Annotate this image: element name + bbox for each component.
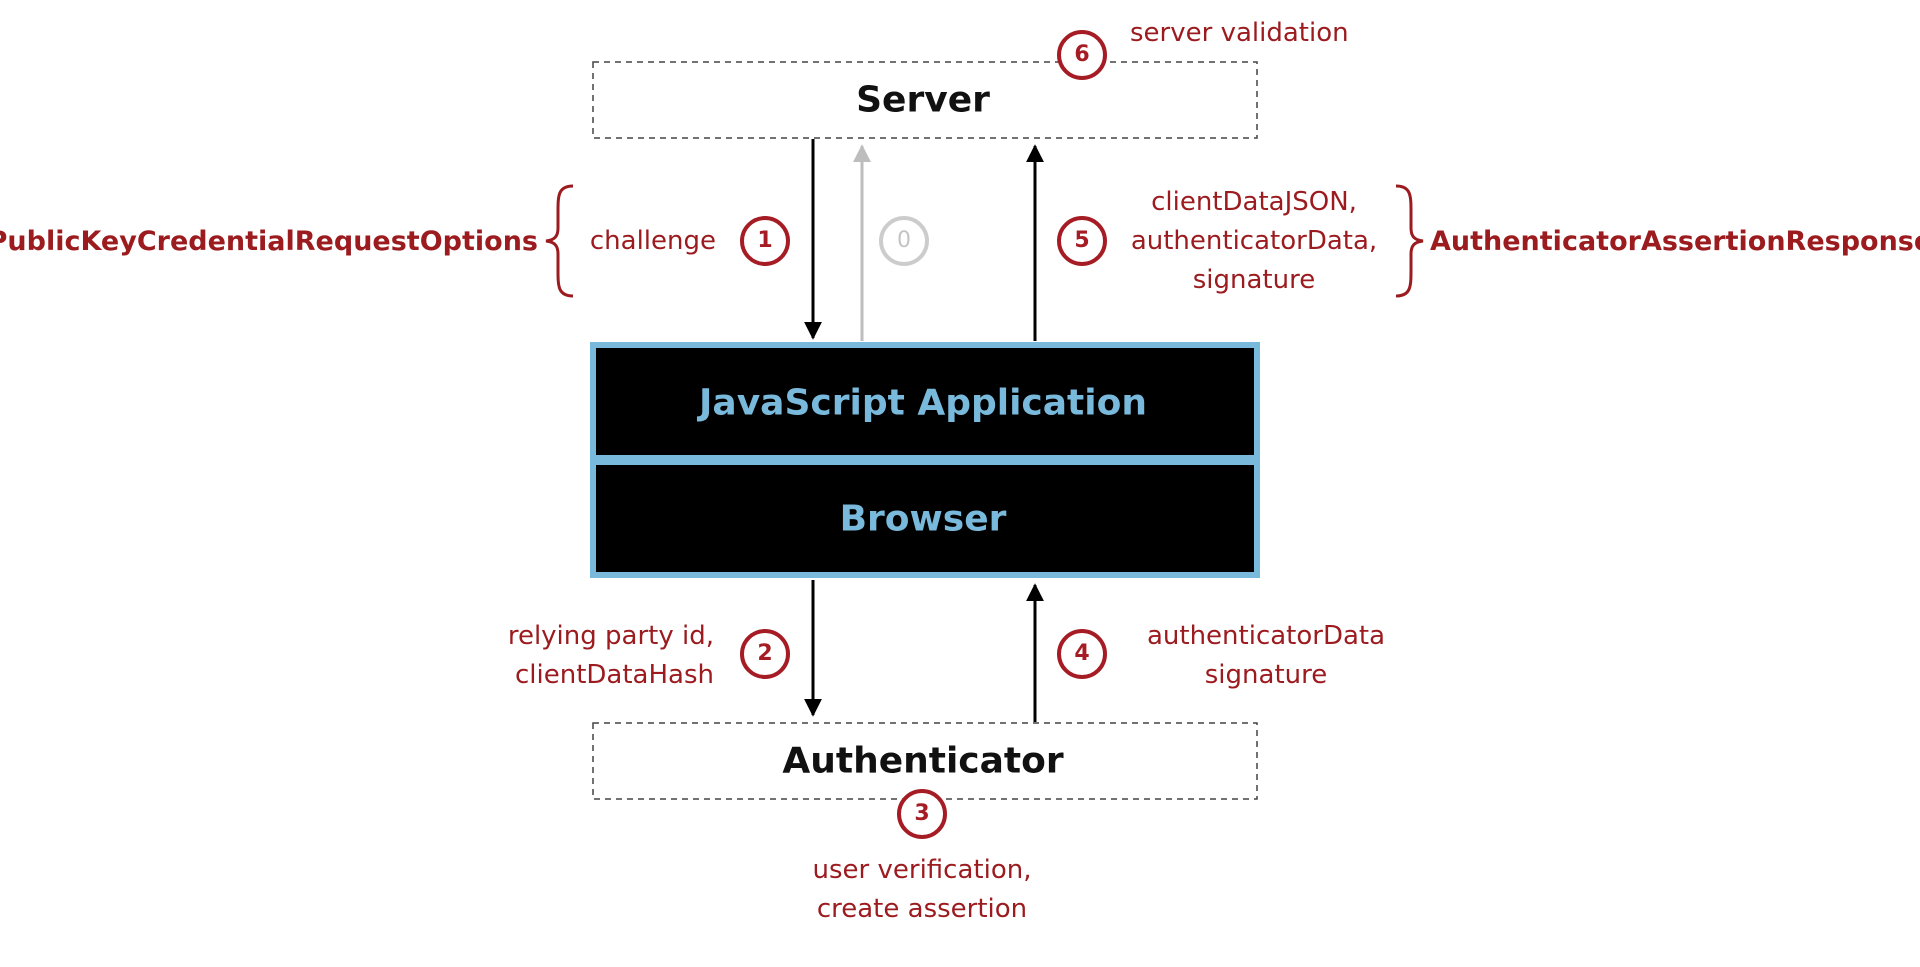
- step-3-badge: 3: [897, 789, 947, 839]
- step-2-badge: 2: [740, 629, 790, 679]
- javascript-application-box: [590, 342, 1260, 461]
- right-brace: [1395, 184, 1424, 298]
- authenticator-data-text: authenticatorData: [1146, 621, 1386, 651]
- server-box: [592, 61, 1258, 139]
- javascript-application-title: JavaScript Application: [699, 382, 1147, 424]
- to-authenticator-label: relying party id, clientDataHash: [508, 617, 714, 695]
- step-0-badge: 0: [879, 216, 929, 266]
- assertion-response-label: AuthenticatorAssertionResponse: [1430, 226, 1920, 257]
- client-data-hash-text: clientDataHash: [515, 660, 714, 690]
- signature-text: signature: [1204, 660, 1328, 690]
- response-field-authenticatordata: authenticatorData,: [1130, 226, 1378, 256]
- create-assertion-text: create assertion: [816, 894, 1028, 924]
- response-field-clientdatajson: clientDataJSON,: [1151, 187, 1357, 217]
- from-authenticator-label: authenticatorData signature: [1147, 617, 1385, 695]
- user-verification-text: user verification,: [812, 855, 1032, 885]
- authenticator-title: Authenticator: [782, 740, 1064, 782]
- relying-party-id-text: relying party id,: [507, 621, 714, 651]
- step-4-badge: 4: [1057, 629, 1107, 679]
- server-title: Server: [856, 79, 990, 121]
- challenge-label: challenge: [589, 226, 716, 256]
- server-validation-label: server validation: [1130, 18, 1349, 48]
- step-6-badge: 6: [1057, 30, 1107, 80]
- browser-box: [590, 459, 1260, 578]
- request-options-label: PublicKeyCredentialRequestOptions: [0, 226, 538, 257]
- authenticator-action-label: user verification, create assertion: [813, 851, 1032, 929]
- browser-title: Browser: [839, 498, 1007, 540]
- step-5-badge: 5: [1057, 216, 1107, 266]
- step-1-badge: 1: [740, 216, 790, 266]
- response-field-signature: signature: [1192, 265, 1316, 295]
- left-brace: [545, 184, 574, 298]
- response-fields-label: clientDataJSON, authenticatorData, signa…: [1131, 183, 1377, 300]
